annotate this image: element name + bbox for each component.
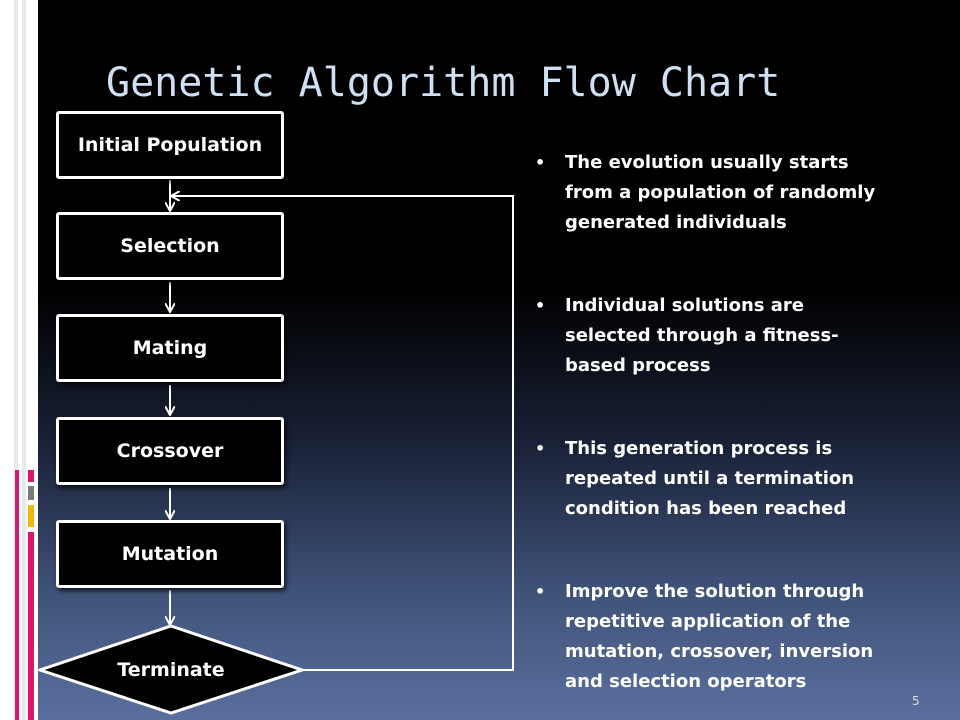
flow-step-label: Selection xyxy=(120,235,220,257)
flow-step-crossover: Crossover xyxy=(56,417,284,485)
bullet-item: • This generation process is repeated un… xyxy=(535,434,895,524)
deco-pink-bar-left xyxy=(15,470,19,720)
flow-decision-label: Terminate xyxy=(117,659,225,681)
bullet-list: • The evolution usually starts from a po… xyxy=(535,148,895,697)
flow-step-label: Mating xyxy=(132,337,208,359)
flow-step-selection: Selection xyxy=(56,212,284,280)
bullet-text: This generation process is repeated unti… xyxy=(565,438,855,519)
deco-line-outer xyxy=(14,0,18,720)
terminate-diamond-shape xyxy=(35,624,307,715)
bullet-dot-icon: • xyxy=(535,439,546,458)
bullet-dot-icon: • xyxy=(535,582,546,601)
slide-title: Genetic Algorithm Flow Chart xyxy=(106,60,781,106)
page-number: 5 xyxy=(912,694,920,708)
bullet-text: Individual solutions are selected throug… xyxy=(565,295,839,376)
bullet-text: Improve the solution through repetitive … xyxy=(565,581,874,692)
bullet-item: • Improve the solution through repetitiv… xyxy=(535,577,895,697)
deco-line-inner xyxy=(22,0,26,720)
bullet-item: • Individual solutions are selected thro… xyxy=(535,291,895,381)
flow-step-initial-population: Initial Population xyxy=(56,111,284,179)
flow-step-label: Crossover xyxy=(116,440,224,462)
bullet-dot-icon: • xyxy=(535,296,546,315)
flow-step-mutation: Mutation xyxy=(56,520,284,588)
decorative-bars xyxy=(14,0,34,720)
flow-decision-terminate: Terminate xyxy=(40,652,302,688)
bullet-item: • The evolution usually starts from a po… xyxy=(535,148,895,238)
deco-pink-bar-right xyxy=(28,532,34,720)
loop-back-arrow xyxy=(172,196,514,671)
bullet-text: The evolution usually starts from a popu… xyxy=(565,152,876,233)
flow-step-label: Mutation xyxy=(121,543,219,565)
flow-step-mating: Mating xyxy=(56,314,284,382)
flow-step-label: Initial Population xyxy=(77,134,263,156)
deco-gray-block xyxy=(28,486,34,500)
bullet-dot-icon: • xyxy=(535,153,546,172)
deco-yellow-block xyxy=(28,505,34,527)
deco-pink-block-top xyxy=(28,470,34,482)
